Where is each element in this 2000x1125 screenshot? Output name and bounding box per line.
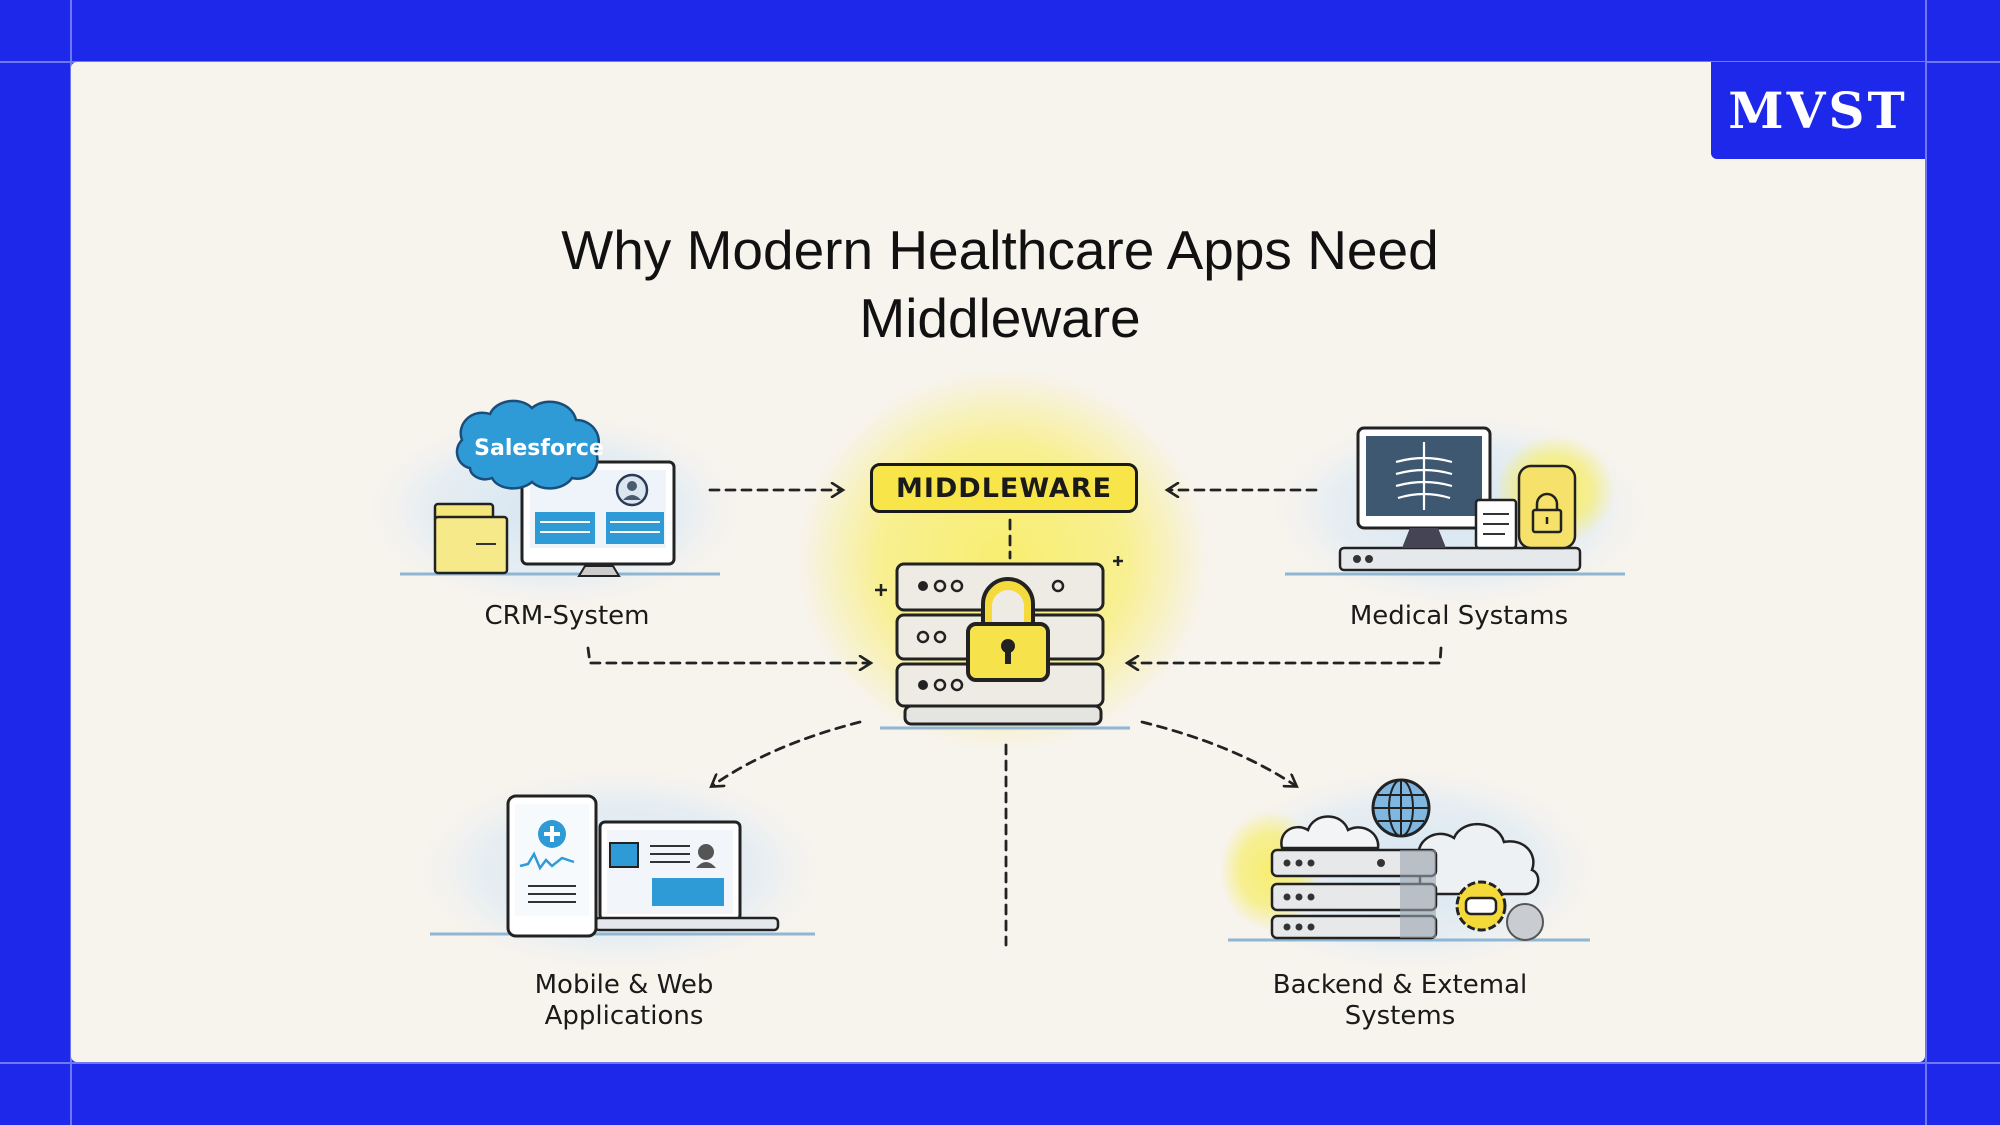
grid-line [0, 61, 2000, 63]
middleware-label: MIDDLEWARE [870, 463, 1138, 513]
medical-illustration [1275, 415, 1645, 605]
page-title-line1: Why Modern Healthcare Apps Need [561, 219, 1439, 281]
middleware-server-icon [875, 556, 1130, 730]
page-title-line2: Middleware [859, 287, 1141, 349]
grid-line [0, 1062, 2000, 1064]
node-label-mobile-web-line1: Mobile & Web [534, 970, 714, 1000]
backend-illustration [1220, 770, 1595, 970]
connector-arrows [586, 490, 1443, 947]
crm-illustration [370, 399, 740, 605]
node-label-backend-line1: Backend & Extemal [1272, 970, 1528, 1000]
brand-logo: MVST [1711, 62, 1925, 159]
salesforce-badge: Salesforce [474, 436, 604, 461]
grid-line [70, 0, 72, 1125]
node-label-backend-line2: Systems [1344, 1001, 1456, 1031]
node-label-mobile-web-line2: Applications [544, 1001, 704, 1031]
node-label-crm: CRM-System [484, 601, 650, 631]
node-label-medical: Medical Systams [1349, 601, 1569, 631]
mobile-web-illustration [420, 770, 820, 970]
grid-line [1925, 0, 1927, 1125]
